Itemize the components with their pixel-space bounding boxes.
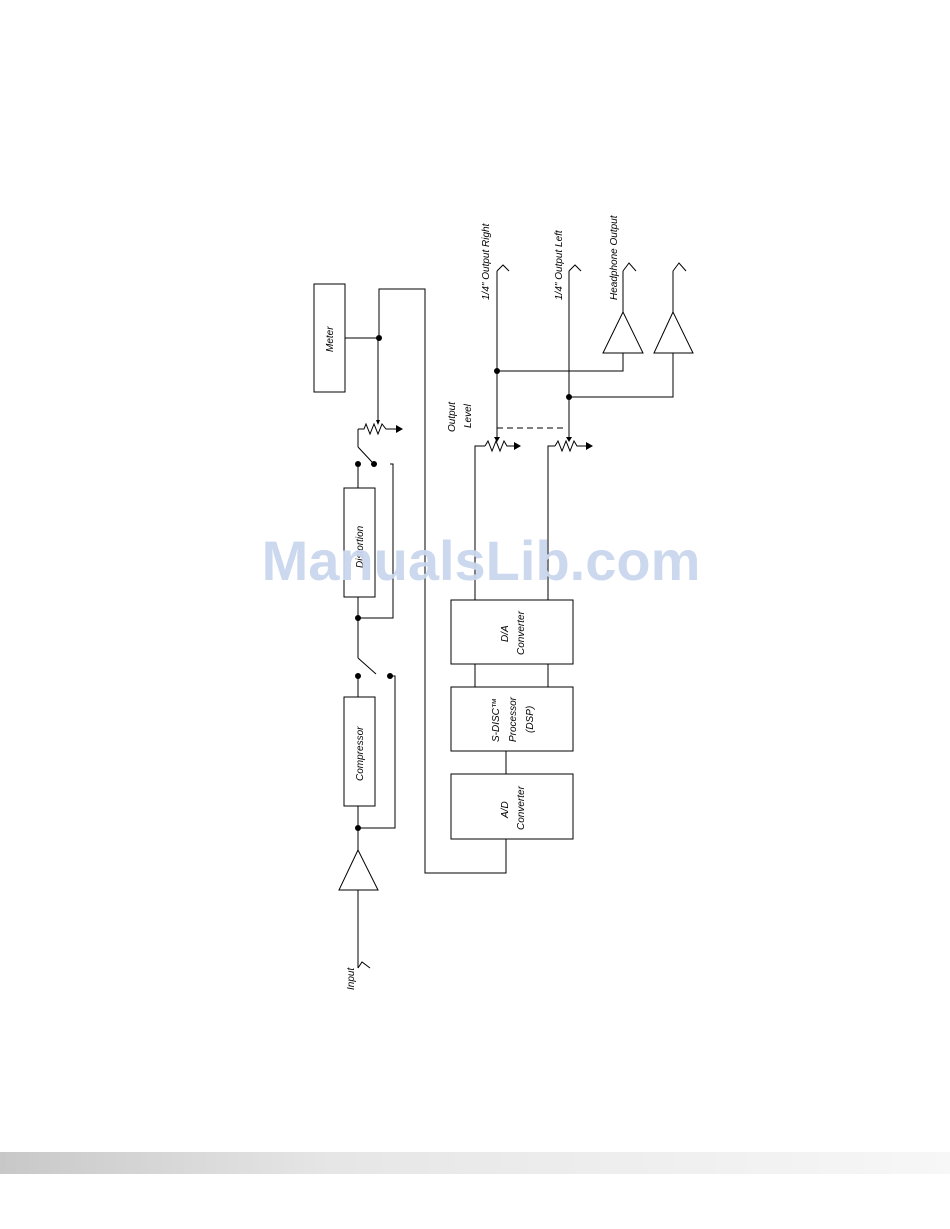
right-output-jack [497,265,509,271]
distortion-switch-contact [355,461,361,467]
output-pot-left-wiper [566,437,572,442]
output-left-label: 1/4" Output Left [554,229,565,300]
ad-converter-line2: Converter [516,785,527,830]
input-jack [358,962,370,968]
output-right-label: 1/4" Output Right [481,222,492,300]
input-level-pot-ground-arrow [396,425,403,433]
wire-to-headphone-amp-a [497,353,623,371]
input-level-pot-resistor [358,424,396,434]
output-pot-right-ground-arrow [514,442,521,450]
wire-to-headphone-amp-b [569,353,673,397]
output-level-line1: Output [447,401,458,432]
left-output-jack [569,265,581,271]
meter-label: Meter [325,326,336,352]
ad-converter-block [451,774,573,839]
processor-line3: (DSP) [525,706,536,733]
output-level-pot-right [485,441,514,451]
compressor-label: Compressor [355,726,366,781]
compressor-switch-contact [355,673,361,679]
output-pot-left-ground-arrow [586,442,593,450]
da-converter-line2: Converter [516,610,527,655]
output-pot-right-wiper [494,437,500,442]
watermark-text: ManualsLib.com [262,529,701,592]
output-level-line2: Level [463,403,474,428]
input-label: Input [346,967,357,990]
footer-gradient-bar [0,1152,950,1174]
compressor-bypass-contact [387,673,393,679]
input-amplifier [339,850,378,890]
distortion-switch-arm [358,447,372,462]
output-level-pot-left [555,441,586,451]
headphone-amplifier-b [654,312,693,353]
processor-line1: S-DISC™ [491,698,502,742]
processor-line2: Processor [508,696,519,742]
ad-converter-line1: A/D [500,801,511,819]
headphone-jack-a [623,263,636,271]
headphone-jack-b [673,263,686,271]
headphone-amplifier-a [603,312,643,353]
compressor-switch-arm [358,658,376,674]
headphone-output-label: Headphone Output [609,214,620,300]
da-converter-block [451,600,573,664]
da-converter-line1: D/A [500,625,511,642]
input-level-pot-wiper [376,420,380,425]
